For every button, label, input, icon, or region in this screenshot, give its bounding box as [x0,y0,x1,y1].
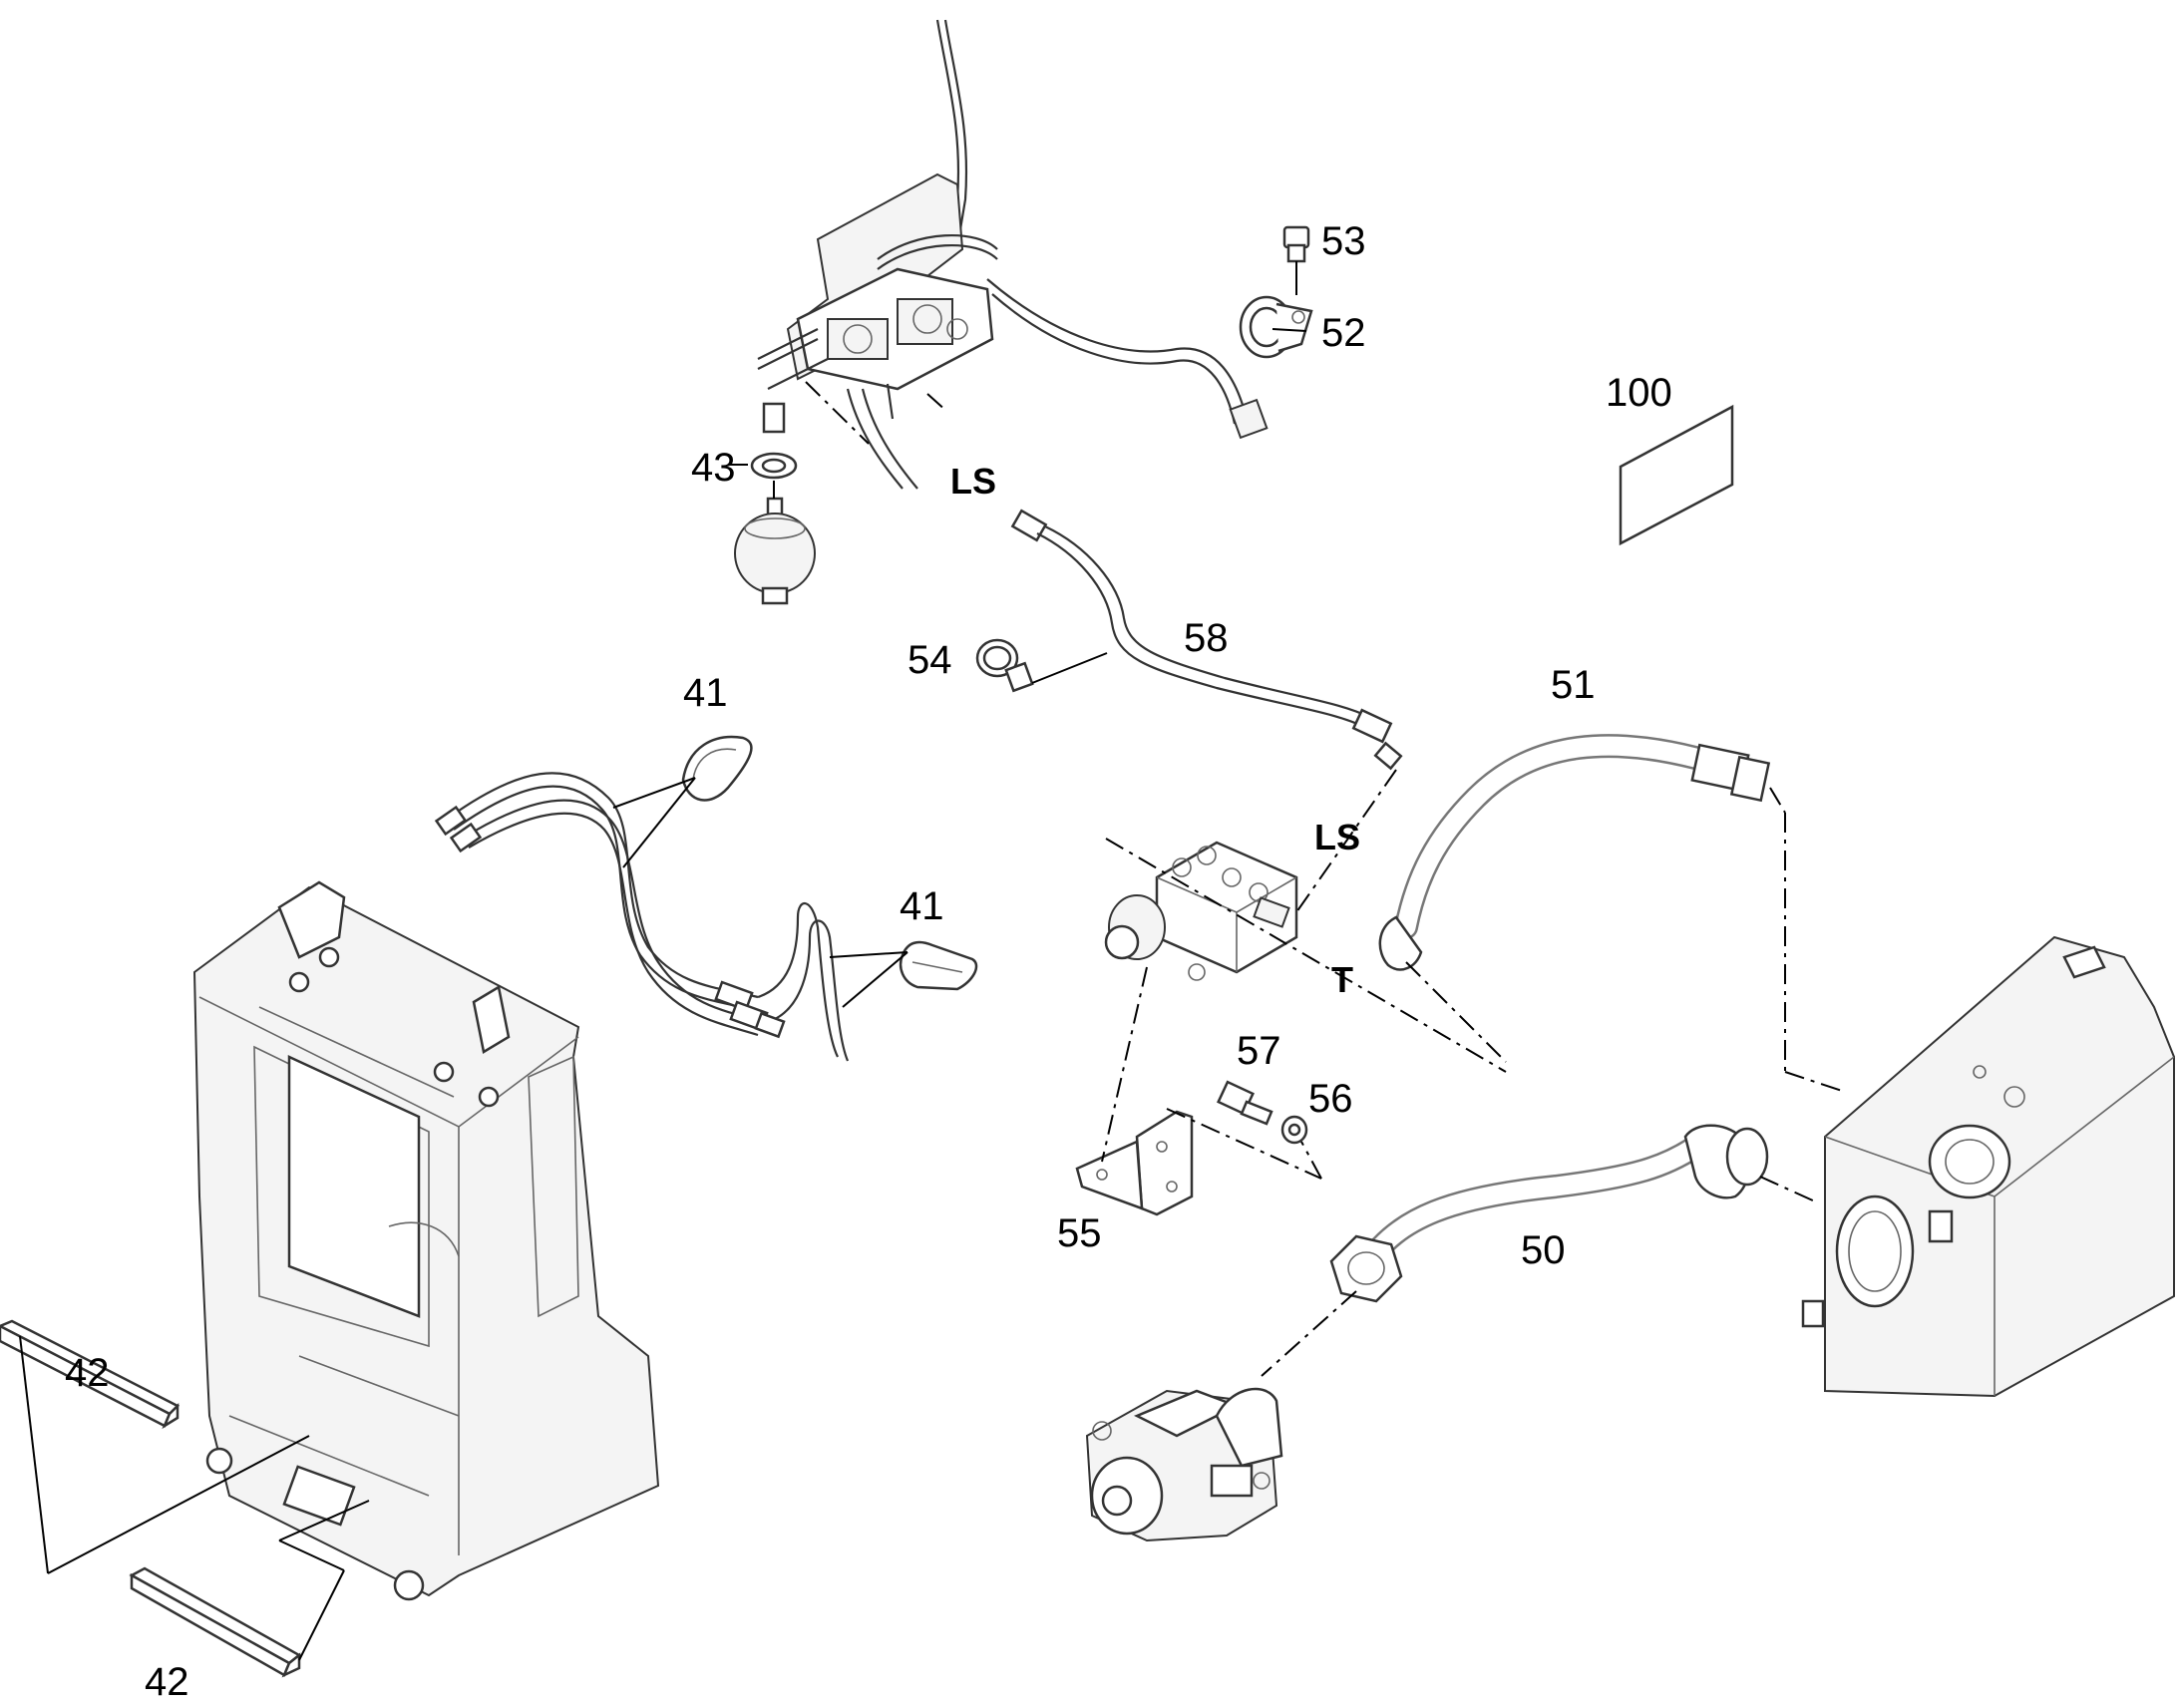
callout-41-lower: 41 [900,884,944,928]
part-41-clamp-upper [681,735,753,802]
part-41-clamp-lower [899,940,978,991]
accumulator [734,497,816,605]
part-56-washer [1280,1115,1308,1145]
part-54-clamp [975,638,1034,693]
callout-41-upper: 41 [683,671,728,715]
part-51-hose [1378,734,1771,971]
callouts: 53 52 100 43 LS 58 54 41 51 LS 41 T 57 5… [65,219,1672,1704]
valve-block [1104,841,1298,981]
callout-52: 52 [1321,311,1366,355]
hose-assembly [434,772,850,1062]
part-55-bracket [1075,1110,1194,1216]
callout-ls-upper: LS [950,461,996,502]
callout-50: 50 [1521,1228,1566,1272]
part-100-plate [1619,404,1734,546]
center-lines [805,264,1846,1377]
part-42-profile-upper [0,1319,181,1430]
part-52-grommet [1239,295,1313,359]
leader-lines [19,328,1307,1661]
part-57-bolt [1217,1080,1273,1126]
callout-42-upper: 42 [65,1351,110,1395]
callout-55: 55 [1057,1211,1102,1255]
part-53-plug [1282,225,1310,291]
callout-100: 100 [1606,371,1672,415]
callout-ls-lower: LS [1314,817,1360,857]
callout-56: 56 [1308,1077,1353,1121]
callout-53: 53 [1321,219,1366,263]
part-50-hose [1329,1124,1769,1303]
callout-58: 58 [1184,616,1229,660]
control-valve-assembly [757,19,1269,490]
part-43-nut [750,402,798,480]
hydraulic-tank [1801,935,2175,1398]
part-42-profile-lower [129,1566,302,1678]
callout-43: 43 [691,446,736,490]
callout-54: 54 [908,638,952,682]
callout-57: 57 [1237,1029,1281,1073]
hydraulic-pump [1085,1387,1283,1542]
callout-51: 51 [1551,663,1596,707]
machine-frame [192,880,660,1601]
callout-42-lower: 42 [145,1660,189,1704]
part-58-hose [1010,509,1403,771]
callout-t: T [1331,959,1353,1000]
